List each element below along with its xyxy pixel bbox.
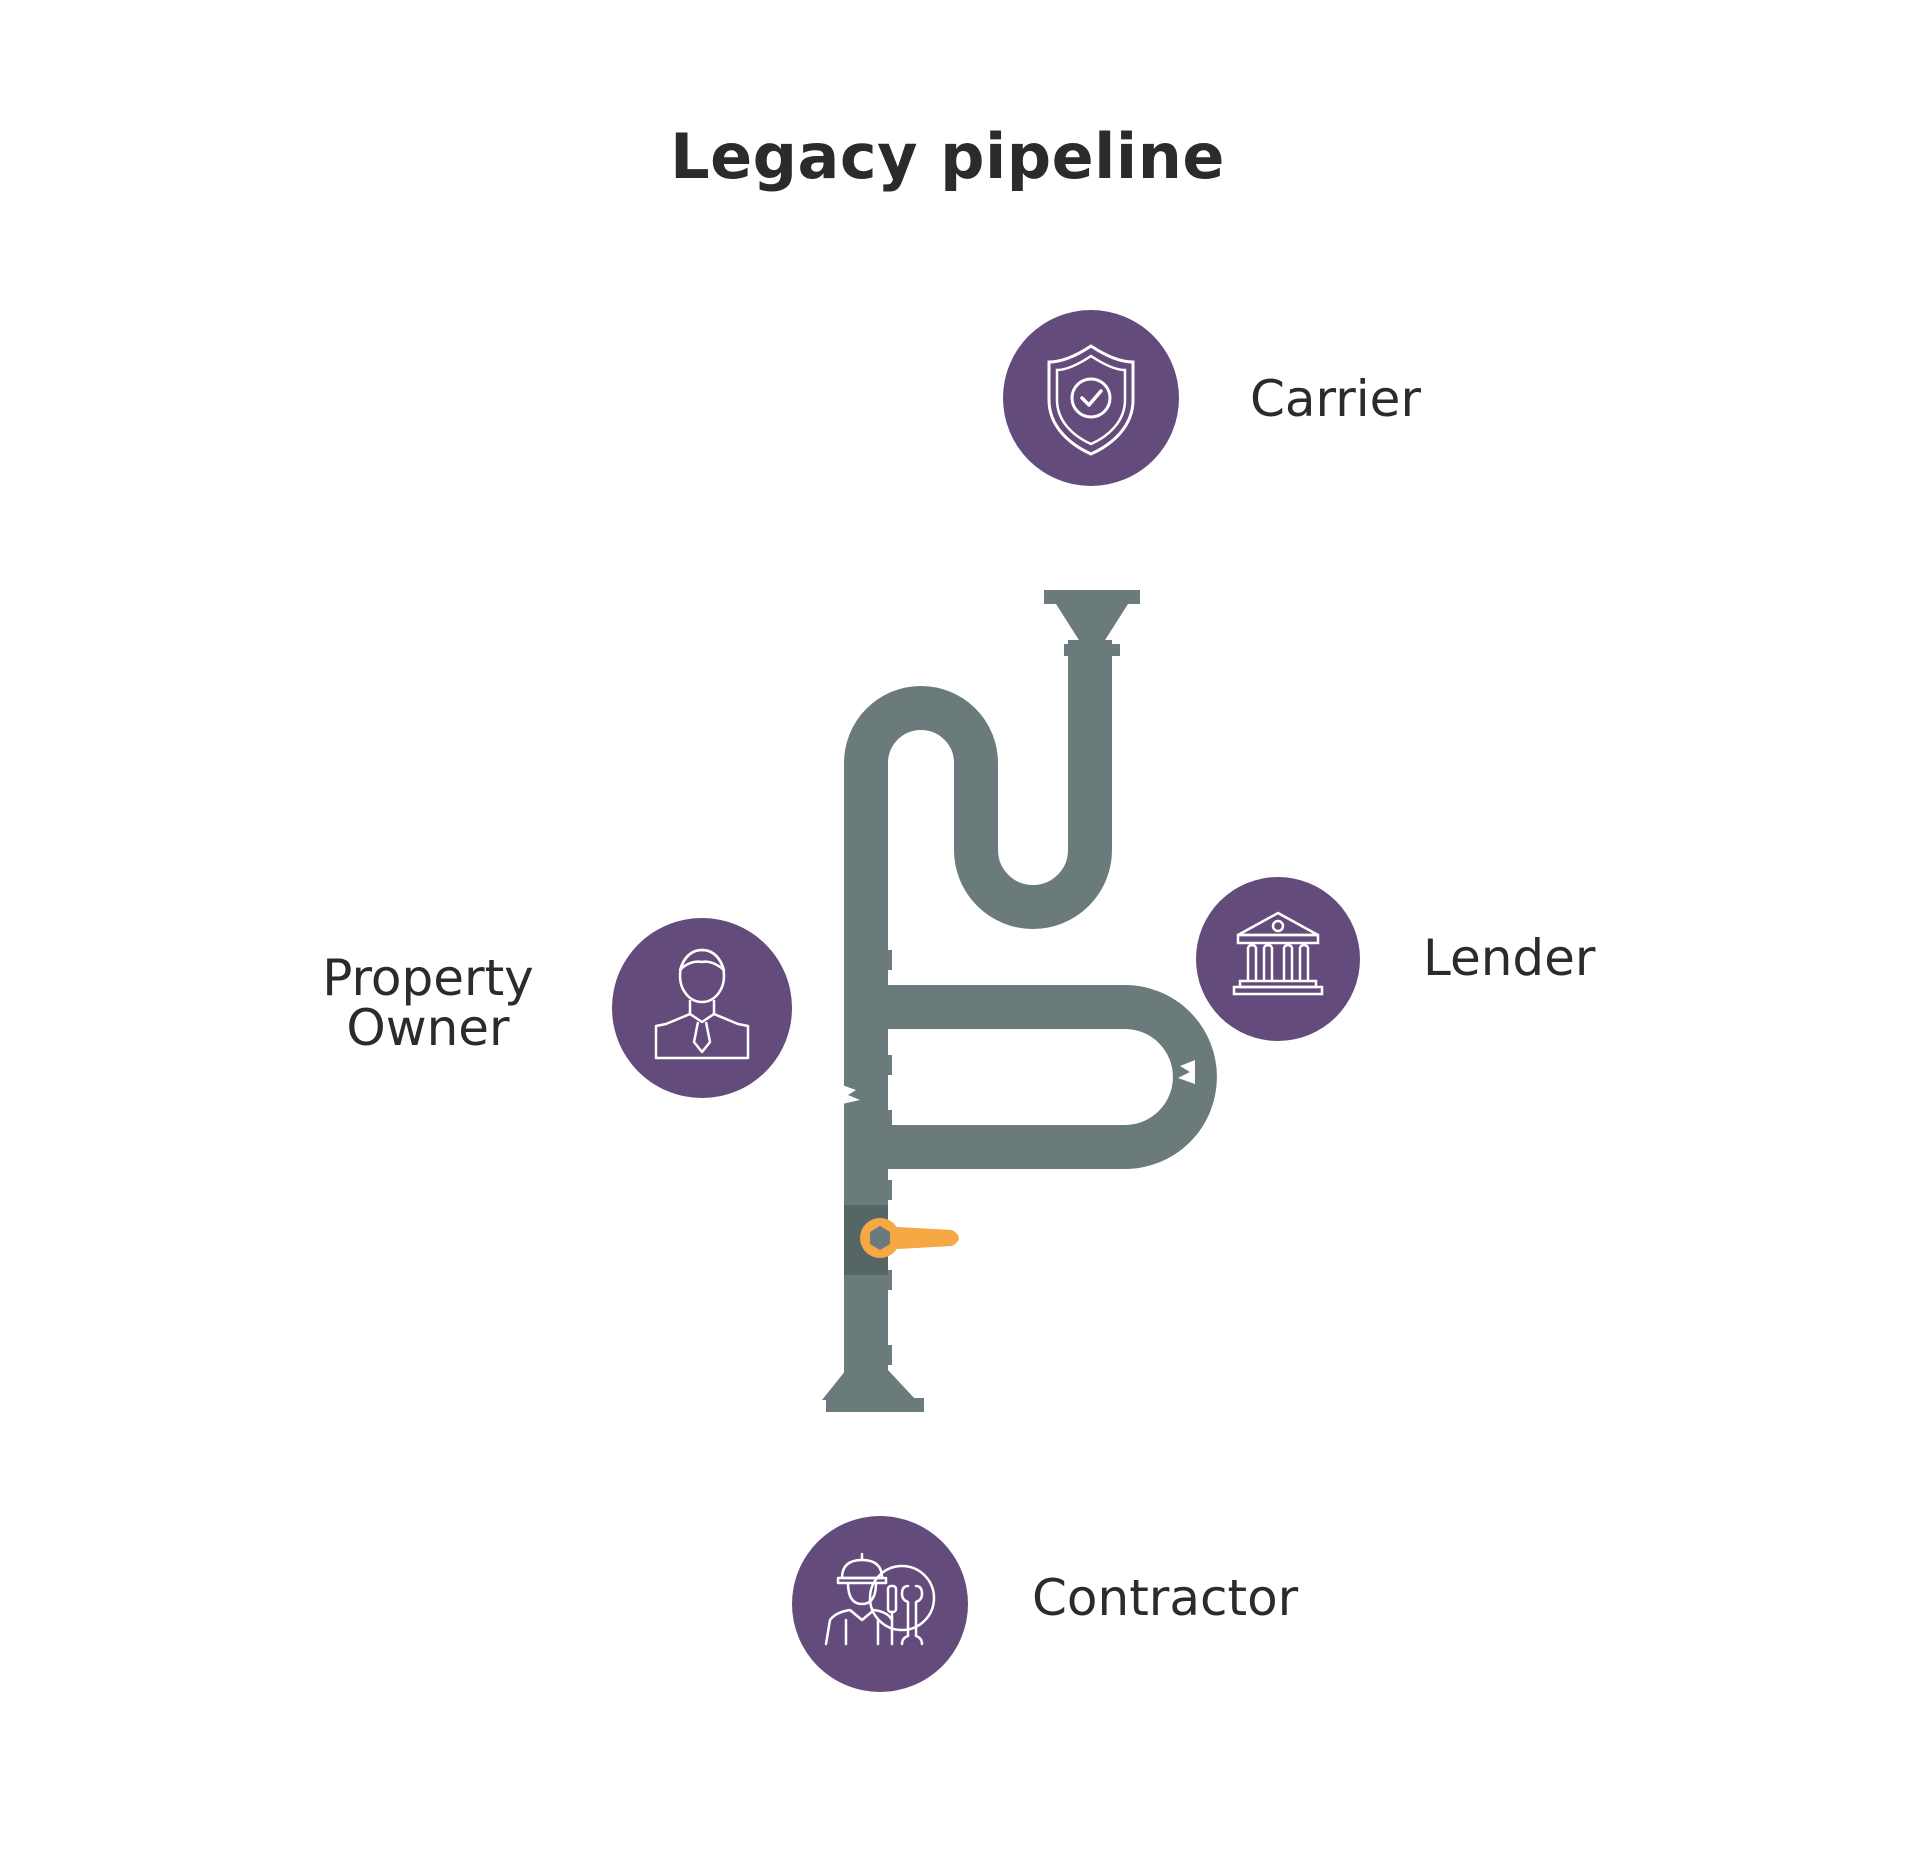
property-owner-label: Property Owner — [318, 953, 538, 1053]
carrier-label: Carrier — [1250, 370, 1421, 428]
contractor-badge — [792, 1516, 968, 1692]
property-owner-label-line1: Property — [322, 949, 534, 1007]
shield-check-icon — [1003, 310, 1179, 486]
lender-badge — [1196, 877, 1360, 1041]
lender-label: Lender — [1423, 929, 1596, 987]
page-title: Legacy pipeline — [670, 120, 1225, 193]
bank-building-icon — [1196, 877, 1360, 1041]
property-owner-label-line2: Owner — [346, 999, 510, 1057]
businessman-icon — [612, 918, 792, 1098]
property-owner-badge — [612, 918, 792, 1098]
worker-tools-icon — [792, 1516, 968, 1692]
carrier-badge — [1003, 310, 1179, 486]
contractor-label: Contractor — [1032, 1569, 1299, 1627]
